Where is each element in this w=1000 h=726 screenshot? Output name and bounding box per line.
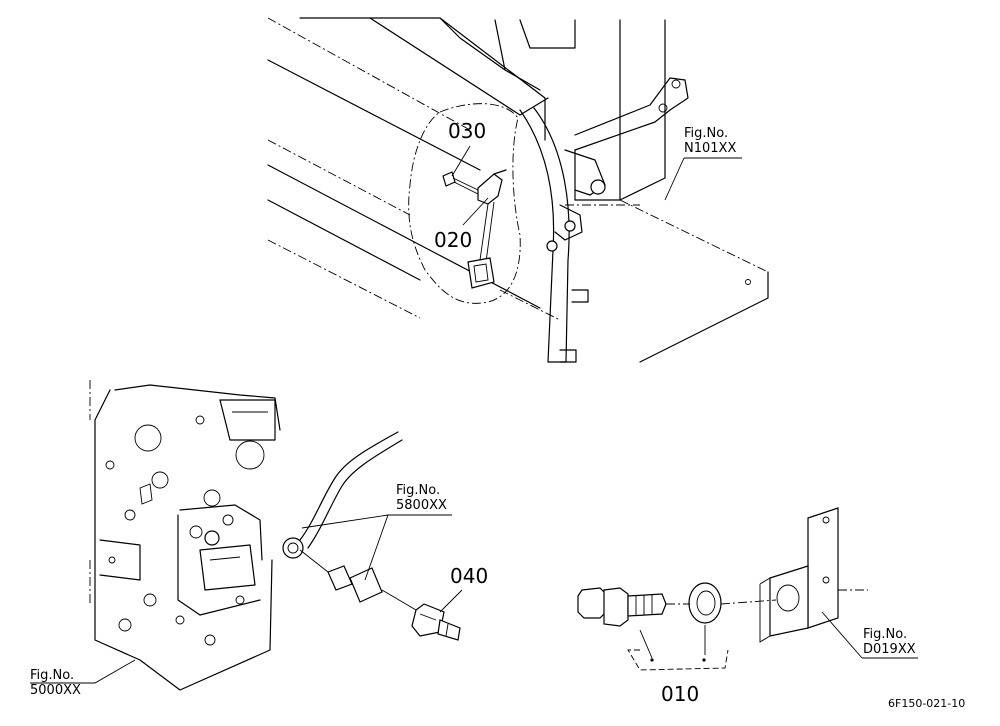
fig-ref-5800: Fig.No. 5800XX (396, 483, 447, 513)
leader-020 (462, 197, 489, 226)
washer (688, 582, 722, 624)
fig-ref-label: Fig.No. (396, 483, 441, 498)
leader-030 (451, 145, 471, 177)
pressure-switch-040 (411, 603, 461, 641)
leader-5800 (301, 514, 452, 581)
assembly-axis (666, 589, 868, 605)
part-number-020: 020 (434, 228, 473, 252)
fig-ref-n101: Fig.No. N101XX (684, 126, 736, 156)
leader-010 (627, 649, 729, 671)
part-number-040: 040 (450, 564, 489, 588)
fig-ref-number: 5800XX (396, 498, 447, 513)
sensor-020 (467, 169, 507, 289)
fig-ref-5000: Fig.No. 5000XX (30, 668, 81, 698)
part-number-030: 030 (448, 119, 487, 143)
bolt-030 (442, 171, 479, 195)
leader-5000 (30, 659, 136, 684)
fig-ref-number: N101XX (684, 141, 737, 156)
fig-ref-label: Fig.No. (30, 668, 75, 683)
leader-040 (439, 589, 463, 613)
sensor-bracket (759, 507, 839, 643)
fig-ref-number: D019XX (863, 642, 916, 657)
fig-ref-label: Fig.No. (684, 126, 729, 141)
fig-ref-label: Fig.No. (863, 627, 908, 642)
detail-outline (408, 103, 521, 304)
leader-d019 (821, 611, 918, 659)
adapter-fitting (299, 549, 417, 611)
leader-n101 (664, 157, 742, 201)
frame-assembly (267, 17, 769, 363)
engine-block (89, 380, 281, 691)
fig-ref-number: 5000XX (30, 683, 81, 698)
fig-ref-d019: Fig.No. D019XX (863, 627, 916, 657)
drawing-code: 6F150-021-10 (888, 697, 966, 710)
sensor-010 (577, 587, 667, 627)
part-number-010: 010 (661, 682, 700, 706)
oil-pipe (282, 431, 403, 559)
